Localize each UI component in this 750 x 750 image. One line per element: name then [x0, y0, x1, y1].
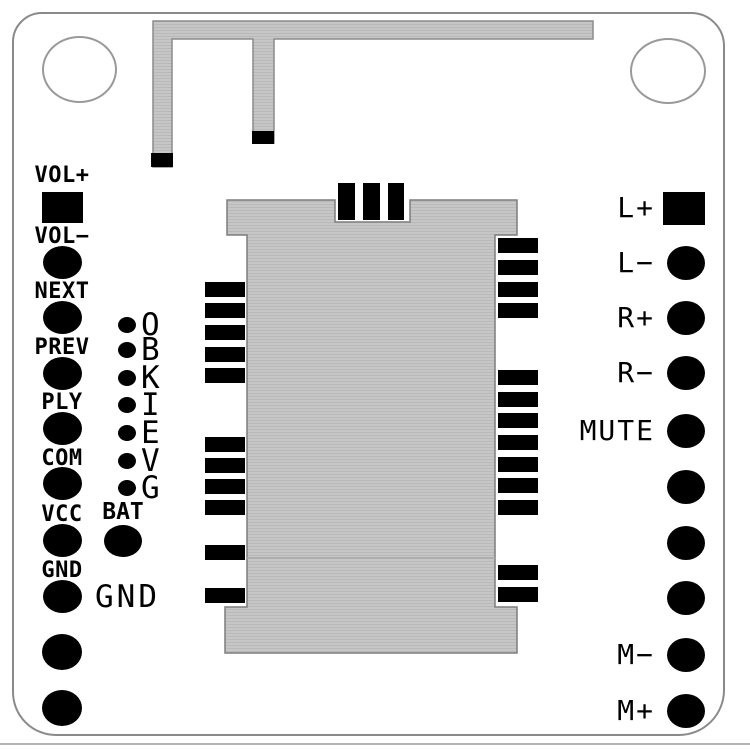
module-right-pads	[498, 238, 538, 602]
pad-ply	[43, 412, 82, 445]
pad-right-unlabeled-2	[667, 526, 705, 560]
pin-label-l-minus: L−	[617, 246, 655, 279]
pad-vol-minus	[43, 246, 82, 279]
pad-com	[43, 467, 82, 500]
pin-label-g: G	[141, 470, 160, 506]
pad-m-minus	[667, 638, 705, 672]
mounting-hole-top-right	[630, 38, 706, 104]
pad-right-unlabeled-1	[667, 470, 705, 504]
pad-l-minus	[667, 246, 705, 280]
pin-label-e: E	[141, 415, 160, 451]
pin-label-ply: PLY	[41, 390, 83, 415]
pad-left-unlabeled-2	[42, 690, 82, 726]
pad-vol-plus	[42, 192, 83, 223]
pin-label-l-plus: L+	[617, 191, 655, 224]
pad-inner-v	[118, 453, 136, 469]
pad-gnd	[43, 580, 82, 613]
pin-label-vol-minus: VOL−	[34, 224, 90, 249]
pin-label-r-minus: R−	[617, 356, 655, 389]
pad-r-plus	[667, 301, 705, 335]
bottom-border-line	[0, 743, 750, 745]
module-left-pads	[205, 282, 245, 603]
antenna-pad-left	[151, 153, 173, 167]
pin-label-k: K	[141, 360, 160, 396]
pad-inner-g	[118, 480, 136, 496]
pad-l-plus	[663, 192, 705, 225]
pin-label-next: NEXT	[34, 279, 90, 304]
pad-left-unlabeled-1	[42, 634, 82, 670]
pin-label-i: I	[141, 387, 160, 423]
pin-label-bat: BAT	[102, 499, 144, 525]
mounting-hole-top-left	[42, 36, 117, 103]
pad-prev	[43, 357, 82, 390]
pin-label-vol-plus: VOL+	[34, 163, 90, 188]
pad-inner-i	[118, 397, 136, 413]
pin-label-b: B	[141, 332, 160, 368]
pin-label-m-plus: M+	[617, 694, 655, 727]
pad-right-unlabeled-3	[667, 581, 705, 615]
pad-r-minus	[667, 356, 705, 390]
pin-label-m-minus: M−	[617, 638, 655, 671]
antenna-pad-right	[252, 131, 274, 144]
pad-bat	[104, 525, 142, 557]
pad-vcc	[43, 524, 82, 557]
module-body	[224, 199, 518, 654]
pin-label-vcc: VCC	[41, 502, 83, 527]
inner-gnd-label: GND	[95, 579, 160, 615]
pad-next	[43, 301, 82, 334]
pad-inner-k	[118, 370, 136, 386]
pad-mute	[667, 414, 705, 448]
pin-label-v: V	[141, 443, 160, 479]
module-top-pads	[338, 183, 404, 220]
pin-label-r-plus: R+	[617, 301, 655, 334]
pad-inner-o	[118, 317, 136, 333]
antenna-trace	[152, 20, 594, 168]
pad-m-plus	[667, 694, 705, 728]
pin-label-com: COM	[41, 446, 83, 471]
pin-label-o: O	[141, 307, 160, 343]
pin-label-prev: PREV	[34, 335, 90, 360]
pin-label-mute: MUTE	[579, 414, 655, 447]
pin-label-gnd: GND	[41, 558, 83, 583]
pad-inner-b	[118, 342, 136, 358]
pad-inner-e	[118, 425, 136, 441]
